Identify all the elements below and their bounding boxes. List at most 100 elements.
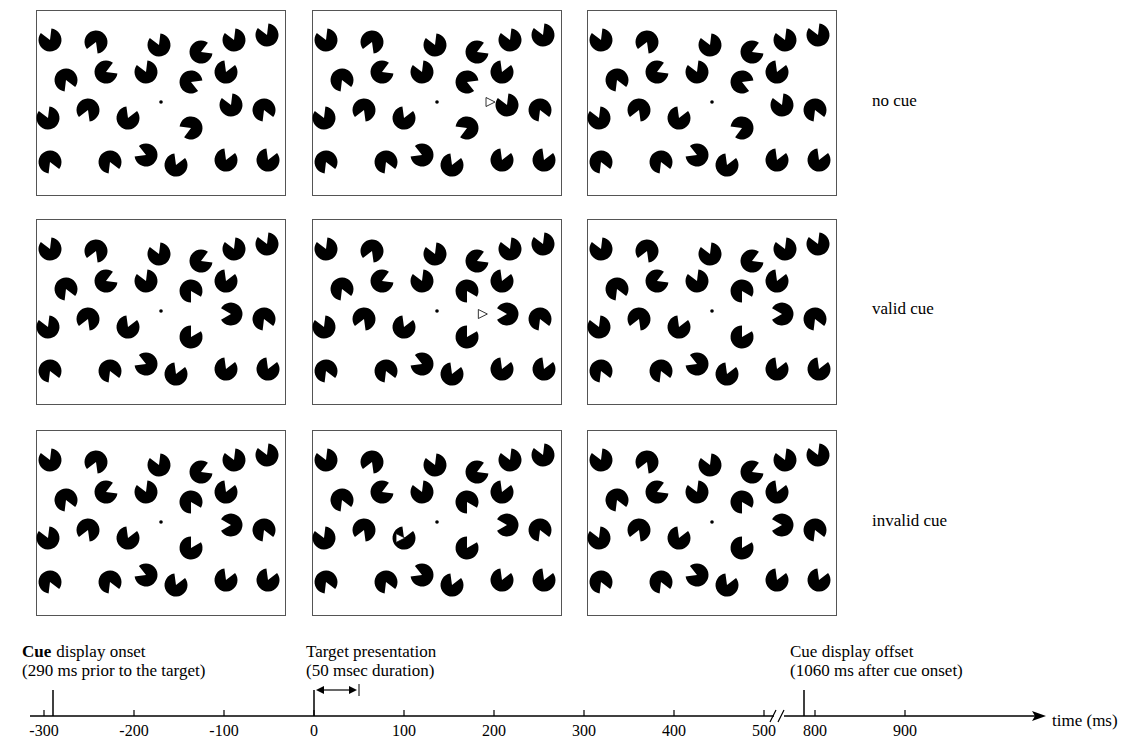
pacman-inducer <box>165 363 188 386</box>
pacman-inducer <box>393 107 416 130</box>
pacman-inducer <box>766 481 789 504</box>
pacman-inducer <box>774 238 797 261</box>
pacman-inducer <box>315 360 338 383</box>
pacman-inducer <box>686 61 709 84</box>
pacman-inducer <box>411 270 434 293</box>
pacman-inducer <box>588 527 611 550</box>
pacman-inducer <box>313 316 336 339</box>
pacman-inducer <box>532 24 555 47</box>
pacman-inducer <box>766 569 789 592</box>
pacman-inducer <box>393 527 416 550</box>
stimulus-panel <box>36 11 285 196</box>
pacman-inducer <box>699 34 722 57</box>
pacman-inducer <box>180 71 203 94</box>
pacman-inducer <box>497 303 518 326</box>
pacman-inducer <box>772 303 793 326</box>
pacman-inducer <box>646 61 669 84</box>
pacman-inducer <box>214 358 237 381</box>
pacman-inducer <box>466 250 489 273</box>
event-label: (50 msec duration) <box>306 662 434 681</box>
pacman-inducer <box>668 316 691 339</box>
pacman-inducer <box>499 238 522 261</box>
pacman-inducer <box>189 461 212 484</box>
tick-label: 200 <box>482 722 506 740</box>
pacman-inducer <box>135 353 158 376</box>
pacman-inducer <box>766 270 789 293</box>
stimulus-panel <box>588 431 837 616</box>
pacman-inducer <box>375 151 398 174</box>
pacman-inducer <box>424 34 447 57</box>
pacman-inducer <box>686 270 709 293</box>
pacman-inducer <box>214 61 237 84</box>
pacman-inducer <box>39 571 62 594</box>
stimulus-panel <box>36 431 285 616</box>
pacman-inducer <box>628 99 651 122</box>
pacman-inducer <box>441 154 464 177</box>
stimulus-panel <box>588 11 837 196</box>
pacman-inducer <box>361 451 384 474</box>
pacman-inducer <box>441 363 464 386</box>
pacman-inducer <box>85 451 108 474</box>
pacman-inducer <box>148 243 171 266</box>
pacman-inducer <box>491 481 514 504</box>
pacman-inducer <box>532 233 555 256</box>
condition-label: invalid cue <box>872 512 947 531</box>
pacman-inducer <box>148 34 171 57</box>
pacman-inducer <box>808 149 831 172</box>
pacman-inducer <box>606 278 629 301</box>
tick-label: 800 <box>803 722 827 740</box>
fixation-dot <box>710 309 714 313</box>
pacman-inducer <box>221 514 242 537</box>
condition-label: no cue <box>872 92 917 111</box>
pacman-inducer <box>189 250 212 273</box>
pacman-inducer <box>741 40 764 63</box>
pacman-inducer <box>375 571 398 594</box>
pacman-inducer <box>606 489 629 512</box>
fixation-dot <box>435 100 439 104</box>
pacman-inducer <box>135 144 158 167</box>
pacman-inducer <box>257 149 280 172</box>
fixation-dot <box>710 520 714 524</box>
pacman-inducer <box>636 31 659 54</box>
pacman-inducer <box>54 489 77 512</box>
pacman-inducer <box>650 151 673 174</box>
pacman-inducer <box>628 308 651 331</box>
pacman-inducer <box>533 149 556 172</box>
pacman-inducer <box>731 326 754 349</box>
pacman-inducer <box>54 278 77 301</box>
pacman-inducer <box>180 537 203 560</box>
pacman-inducer <box>36 107 59 130</box>
pacman-inducer <box>148 454 171 477</box>
pacman-inducer <box>411 353 434 376</box>
pacman-inducer <box>253 308 276 331</box>
pacman-inducer <box>716 574 739 597</box>
pacman-inducer <box>214 270 237 293</box>
pacman-inducer <box>529 308 552 331</box>
pacman-inducer <box>315 571 338 594</box>
pacman-inducer <box>491 358 514 381</box>
pacman-inducer <box>636 240 659 263</box>
pacman-inducer <box>361 31 384 54</box>
pacman-inducer <box>180 116 203 139</box>
pacman-inducer <box>533 569 556 592</box>
target-triangle <box>486 98 495 107</box>
tick-label: -100 <box>209 722 238 740</box>
pacman-inducer <box>219 94 242 117</box>
tick-label: -300 <box>29 722 58 740</box>
pacman-inducer <box>456 491 479 514</box>
pacman-inducer <box>361 240 384 263</box>
fixation-dot <box>159 100 163 104</box>
pacman-inducer <box>180 280 203 303</box>
tick-label: -200 <box>119 722 148 740</box>
pacman-inducer <box>353 308 376 331</box>
fixation-dot <box>159 520 163 524</box>
pacman-inducer <box>646 270 669 293</box>
pacman-inducer <box>741 250 764 273</box>
pacman-inducer <box>424 454 447 477</box>
tick-label: 400 <box>662 722 686 740</box>
pacman-inducer <box>495 94 518 117</box>
pacman-inducer <box>686 144 709 167</box>
pacman-inducer <box>256 444 279 467</box>
pacman-inducer <box>699 243 722 266</box>
